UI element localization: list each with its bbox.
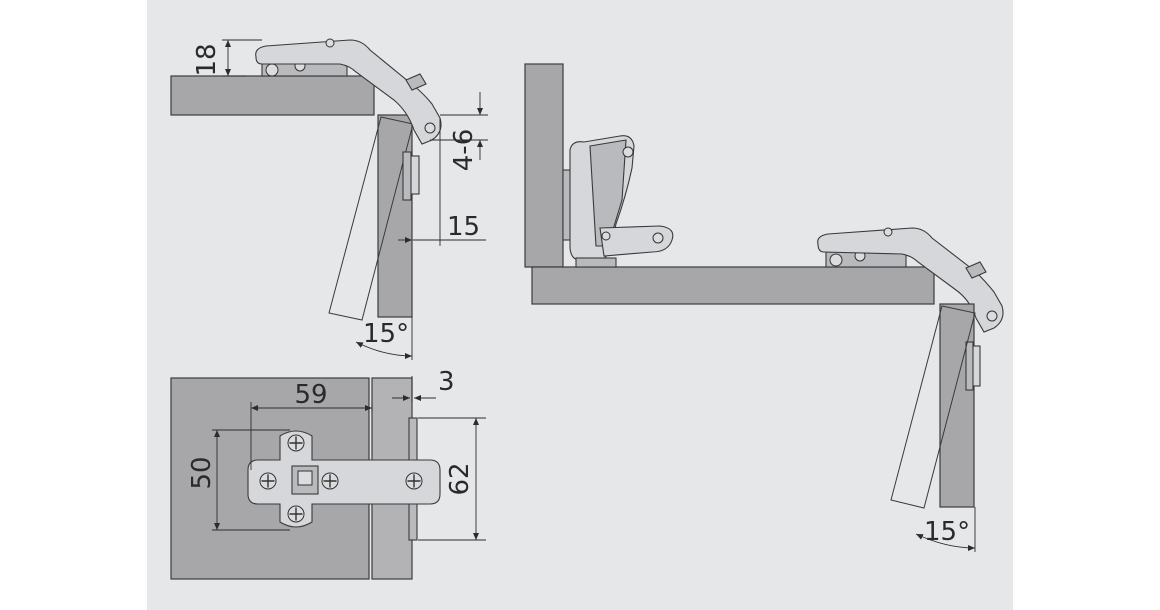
arm-pivot-icon bbox=[986, 310, 998, 322]
cabinet-side-panel bbox=[170, 75, 375, 116]
folded-hinge-cover bbox=[589, 139, 627, 247]
right-angle-label: 15° bbox=[924, 517, 970, 547]
right-cup-flange bbox=[965, 341, 974, 391]
cross-mounting-plate bbox=[247, 430, 441, 528]
hinge-pivot-icon bbox=[622, 146, 634, 158]
door-panel bbox=[377, 114, 413, 318]
right-hinge-arm bbox=[817, 227, 1004, 333]
hinge-arm bbox=[255, 39, 442, 145]
hinge-pivot-icon bbox=[601, 231, 611, 241]
cup-flange bbox=[402, 151, 412, 201]
hinge-pivot-icon bbox=[652, 232, 664, 244]
arm-screw-icon bbox=[325, 38, 335, 48]
arm-screw-icon bbox=[883, 227, 893, 237]
dimension-spacing-label: 62 bbox=[445, 462, 475, 495]
screw-middle bbox=[321, 472, 339, 490]
arm-pivot-icon bbox=[424, 122, 436, 134]
horizontal-panel bbox=[531, 266, 935, 305]
plate-screw-icon bbox=[265, 63, 279, 77]
dimension-offset-label: 3 bbox=[438, 367, 455, 397]
arm-knuckle bbox=[965, 261, 987, 279]
dimension-overlay-label: 15 bbox=[447, 212, 480, 242]
screw-right bbox=[405, 472, 423, 490]
dimension-gap-label: 4-6 bbox=[449, 129, 479, 171]
screw-left bbox=[259, 472, 277, 490]
side-view-opened-door: 18 4-6 15 15° bbox=[170, 38, 488, 360]
plate-front-view: 59 3 50 62 bbox=[170, 367, 486, 580]
folded-hinge-lever bbox=[599, 225, 674, 257]
right-door-ghost-outline bbox=[890, 305, 976, 509]
folded-hinge-foot bbox=[575, 257, 617, 268]
screw-bottom bbox=[287, 505, 305, 523]
door-ghost-outline bbox=[328, 116, 414, 321]
angle-label: 15° bbox=[363, 319, 409, 349]
dimension-width-label: 59 bbox=[294, 380, 327, 410]
plate-center-square bbox=[297, 470, 313, 486]
plate-screw-icon bbox=[829, 253, 843, 267]
dimension-height-label: 50 bbox=[187, 456, 217, 489]
screw-top bbox=[287, 434, 305, 452]
upright-panel bbox=[524, 63, 564, 268]
folded-hinge bbox=[562, 135, 674, 268]
assembly-view: 15° bbox=[524, 63, 1004, 552]
dimension-thickness-label: 18 bbox=[192, 43, 222, 76]
arm-knuckle bbox=[405, 73, 427, 91]
